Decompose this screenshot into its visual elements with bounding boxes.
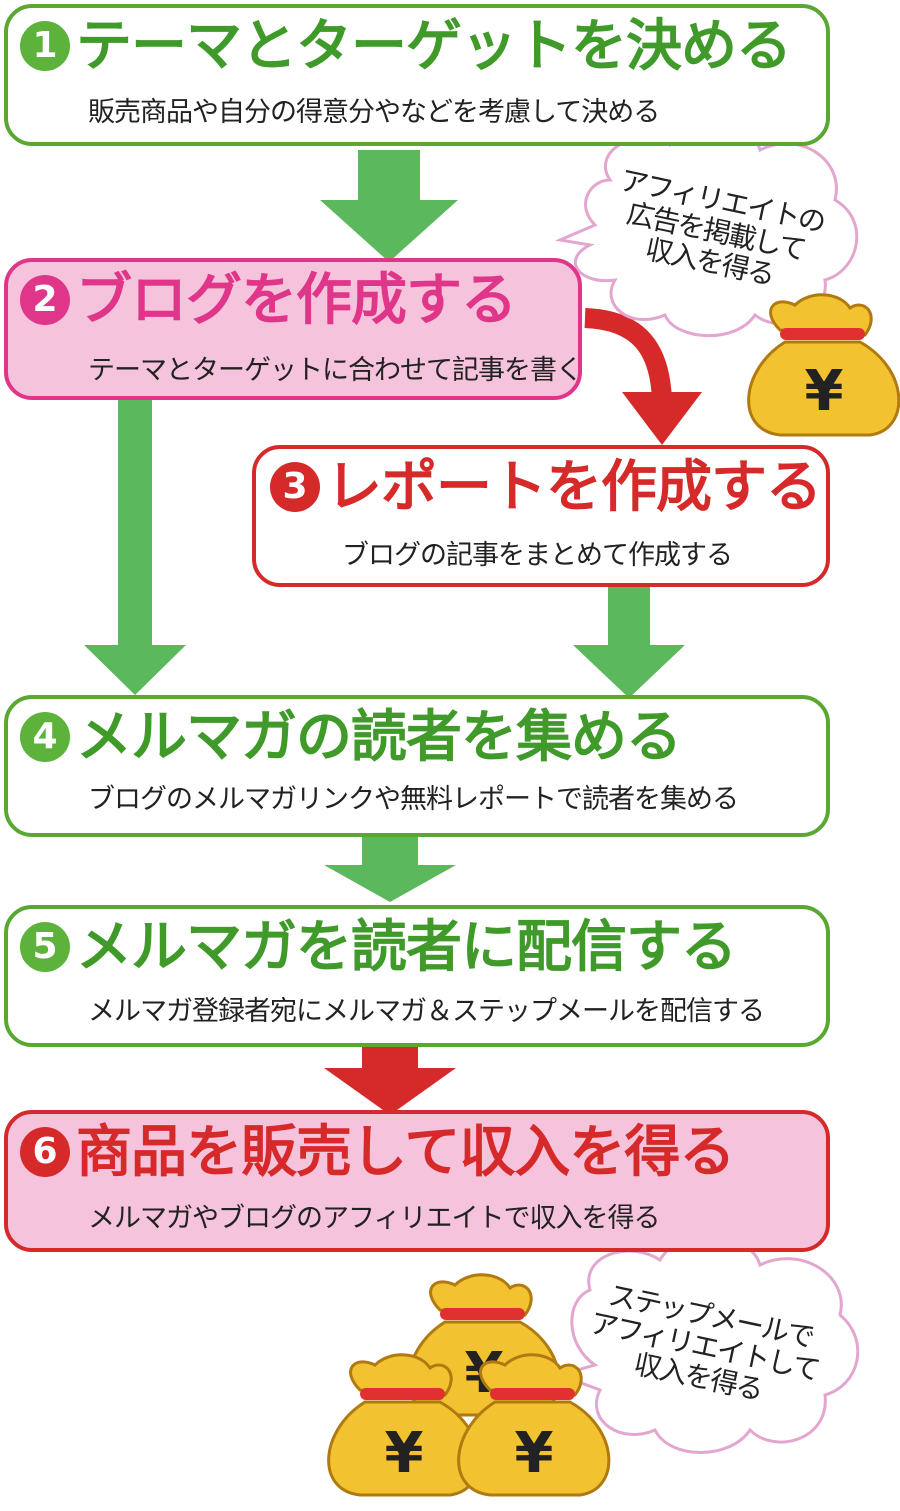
step-title-text: メルマガを読者に配信する	[76, 915, 737, 980]
step-number-badge: 3	[270, 461, 320, 512]
step-number-badge: 6	[20, 1126, 70, 1177]
money-bag-icon: ¥	[327, 1353, 481, 1497]
step-number-badge: 1	[20, 20, 70, 71]
money-symbol: ¥	[805, 359, 844, 424]
step-number-badge: 5	[20, 921, 70, 972]
step-4-subtitle: ブログのメルマガリンクや無料レポートで読者を集める	[88, 784, 739, 815]
money-bag-icon: ¥	[457, 1353, 611, 1497]
step-title-text: メルマガの読者を集める	[76, 705, 682, 770]
arrow-curve-icon	[584, 308, 672, 401]
step-title-text: ブログを作成する	[76, 268, 517, 333]
arrow-down-icon	[320, 150, 458, 262]
step-title-text: テーマとターゲットを決める	[76, 14, 792, 79]
money-bag-icon: ¥	[747, 293, 900, 437]
svg-text:¥: ¥	[385, 1421, 424, 1486]
svg-text:¥: ¥	[515, 1421, 554, 1486]
step-5-subtitle: メルマガ登録者宛にメルマガ＆ステップメールを配信する	[88, 996, 765, 1027]
arrow-down-icon	[84, 395, 186, 695]
arrow-down-icon	[324, 1047, 456, 1115]
arrow-down-icon	[622, 392, 702, 445]
arrow-down-icon	[324, 835, 456, 902]
step-3-subtitle: ブログの記事をまとめて作成する	[342, 540, 733, 571]
step-title-text: レポートを作成する	[326, 455, 822, 520]
step-2-subtitle: テーマとターゲットに合わせて記事を書く	[88, 355, 583, 386]
step-title-text: 商品を販売して収入を得る	[76, 1120, 735, 1185]
step-1-subtitle: 販売商品や自分の得意分やなどを考慮して決める	[88, 97, 660, 128]
step-number-badge: 4	[20, 711, 70, 762]
step-number-badge: 2	[20, 274, 70, 325]
arrow-down-icon	[573, 585, 685, 698]
step-6-subtitle: メルマガやブログのアフィリエイトで収入を得る	[88, 1203, 660, 1234]
